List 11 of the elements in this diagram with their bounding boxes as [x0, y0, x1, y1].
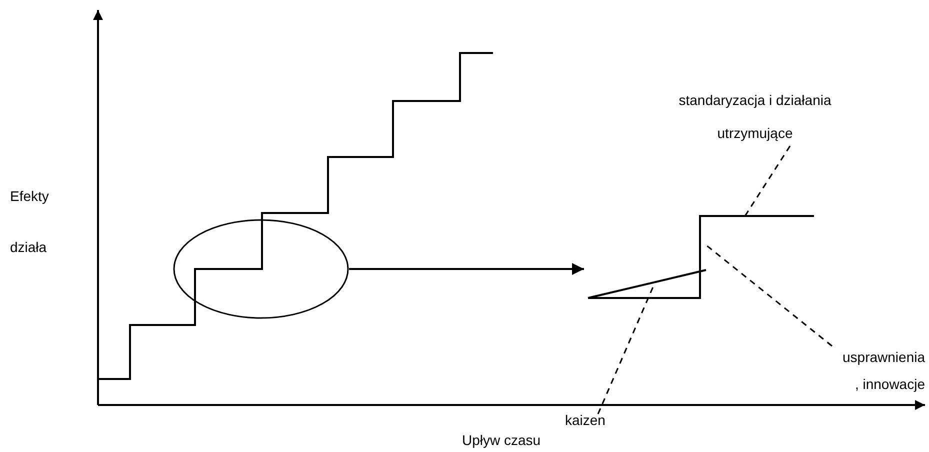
- ellipse: [173, 219, 349, 319]
- annotation-text: usprawnienia , innowacje: [835, 344, 925, 398]
- arrow: [349, 263, 584, 275]
- leader-line: [744, 146, 791, 216]
- annotation-text: kaizen: [565, 412, 606, 428]
- axis-label: Upływ czasu: [462, 432, 541, 448]
- axis-label: Efekty działa: [10, 187, 50, 257]
- leader-line: [597, 286, 654, 414]
- leader-line: [706, 244, 832, 347]
- step-detail-drawing: [586, 214, 816, 300]
- annotation-text: standaryzacja i działania utrzymujące: [665, 84, 845, 150]
